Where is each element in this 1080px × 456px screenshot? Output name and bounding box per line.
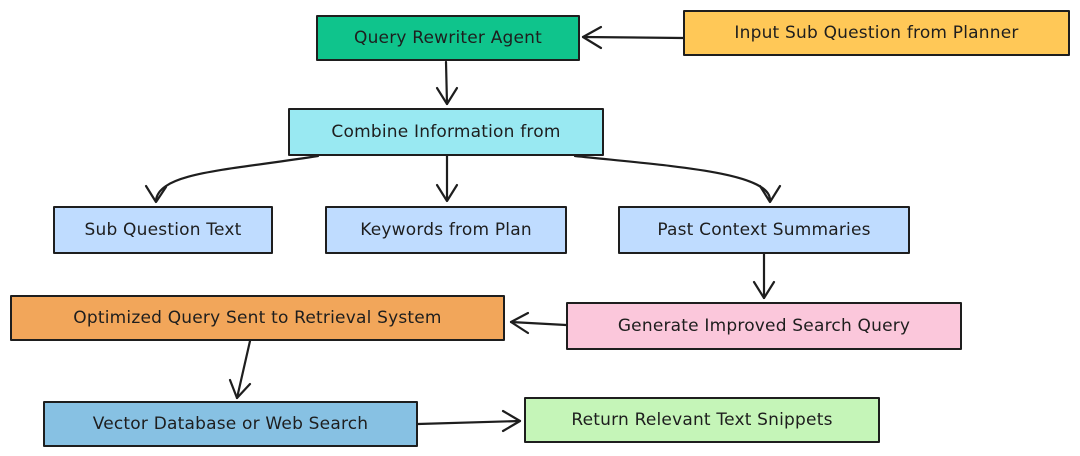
query-rewriter-agent-box: Query Rewriter Agent [316,15,580,61]
input-sub-question-label: Input Sub Question from Planner [734,23,1019,43]
query-rewriter-agent-label: Query Rewriter Agent [353,28,543,48]
return-snippets-box: Return Relevant Text Snippets [524,397,880,443]
generate-improved-query-box: Generate Improved Search Query [566,302,962,350]
combine-information-label: Combine Information from [331,122,561,142]
keywords-from-plan-label: Keywords from Plan [360,220,532,240]
arrow-combine-to-subquestion [144,154,320,204]
vector-database-box: Vector Database or Web Search [43,401,418,447]
combine-information-box: Combine Information from [288,108,604,156]
arrow-optimized-to-vectordb [228,339,252,400]
arrow-combine-to-pastcontext [573,154,782,204]
arrow-input-to-rewriter [581,25,685,50]
generate-improved-query-label: Generate Improved Search Query [617,316,911,336]
past-context-summaries-box: Past Context Summaries [618,206,910,254]
sub-question-text-box: Sub Question Text [53,206,273,254]
optimized-query-label: Optimized Query Sent to Retrieval System [73,308,442,328]
vector-database-label: Vector Database or Web Search [92,414,369,434]
return-snippets-label: Return Relevant Text Snippets [571,410,833,430]
arrow-rewriter-to-combine [435,60,459,106]
arrow-pastcontext-to-generate [752,250,776,300]
sub-question-text-label: Sub Question Text [84,220,242,240]
past-context-summaries-label: Past Context Summaries [657,220,871,240]
arrow-vectordb-to-snippets [416,409,522,433]
keywords-from-plan-box: Keywords from Plan [325,206,567,254]
input-sub-question-box: Input Sub Question from Planner [683,10,1070,56]
arrow-combine-to-keywords [435,154,459,203]
optimized-query-box: Optimized Query Sent to Retrieval System [10,295,505,341]
arrow-generate-to-optimized [509,311,568,335]
